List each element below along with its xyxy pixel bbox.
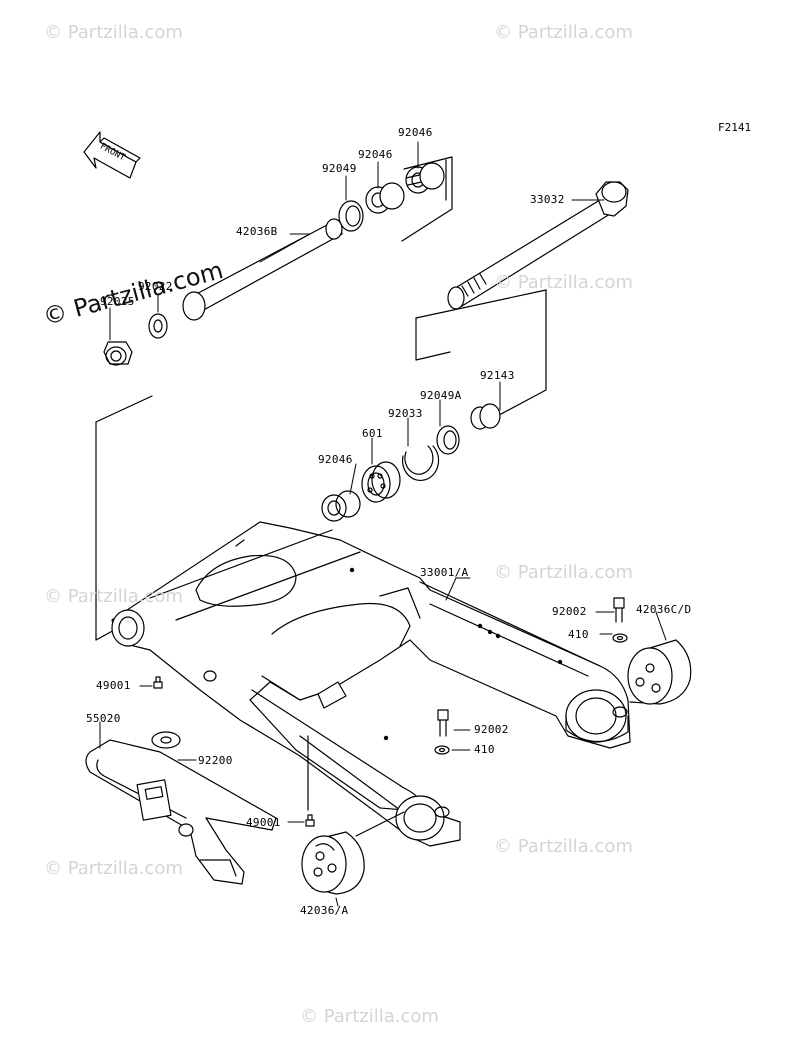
grease-fitting-bottom: [305, 814, 315, 827]
needle-bearing-top-right: [405, 162, 445, 194]
leader-lines: [99, 141, 667, 907]
callout-410-mid[interactable]: 410: [474, 743, 495, 756]
washer-92200: [151, 731, 181, 749]
needle-bearing-top-left: [365, 182, 405, 214]
pivot-shaft-33032: [447, 181, 629, 310]
bolt-92002-mid: [434, 709, 450, 755]
grease-fitting-left: [153, 676, 163, 689]
callout-42036cd[interactable]: 42036C/D: [636, 603, 692, 616]
oil-seal-92049a: [436, 425, 460, 455]
chain-guard-55020: [85, 739, 277, 885]
washer-92022: [148, 313, 168, 339]
callout-92002-right[interactable]: 92002: [552, 605, 587, 618]
callout-92046-top-right[interactable]: 92046: [398, 126, 433, 139]
callout-49001-left[interactable]: 49001: [96, 679, 131, 692]
callout-92025[interactable]: 92025: [100, 295, 135, 308]
callout-33001a[interactable]: 33001/A: [420, 566, 469, 579]
callout-92046-top-left[interactable]: 92046: [358, 148, 393, 161]
watermark: © Partzilla.com: [494, 22, 633, 43]
watermark: © Partzilla.com: [44, 858, 183, 879]
callout-55020[interactable]: 55020: [86, 712, 121, 725]
oil-seal-92049: [338, 200, 364, 232]
callout-92033[interactable]: 92033: [388, 407, 423, 420]
callout-601[interactable]: 601: [362, 427, 383, 440]
callout-92143[interactable]: 92143: [480, 369, 515, 382]
nut-92025: [103, 341, 133, 366]
callout-92049[interactable]: 92049: [322, 162, 357, 175]
callout-49001-bottom[interactable]: 49001: [246, 816, 281, 829]
watermark: © Partzilla.com: [44, 22, 183, 43]
callout-42036b[interactable]: 42036B: [236, 225, 278, 238]
callout-92049a[interactable]: 92049A: [420, 389, 462, 402]
callout-92022[interactable]: 92022: [138, 280, 173, 293]
bolt-92002-right: [612, 597, 628, 643]
callout-92200[interactable]: 92200: [198, 754, 233, 767]
collar-92143: [470, 403, 501, 430]
watermark: © Partzilla.com: [494, 562, 633, 583]
figure-code: F2141: [718, 121, 752, 134]
watermark: © Partzilla.com: [44, 586, 183, 607]
callout-42036a[interactable]: 42036/A: [300, 904, 349, 917]
callout-410-right[interactable]: 410: [568, 628, 589, 641]
swingarm-33001a: [111, 521, 631, 847]
needle-bearing-mid: [321, 490, 361, 522]
callout-92002-mid[interactable]: 92002: [474, 723, 509, 736]
collar-sleeve-42036b: [182, 218, 343, 321]
circlip-92033: [401, 445, 440, 482]
callout-92046-mid[interactable]: 92046: [318, 453, 353, 466]
ball-bearing-601: [361, 461, 401, 503]
watermark: © Partzilla.com: [494, 272, 633, 293]
bushing-42036a: [301, 831, 365, 895]
bushing-42036cd: [627, 639, 692, 705]
front-arrow-icon: FRONT: [83, 131, 141, 179]
callout-33032[interactable]: 33032: [530, 193, 565, 206]
watermark: © Partzilla.com: [300, 1006, 439, 1027]
watermark: © Partzilla.com: [494, 836, 633, 857]
